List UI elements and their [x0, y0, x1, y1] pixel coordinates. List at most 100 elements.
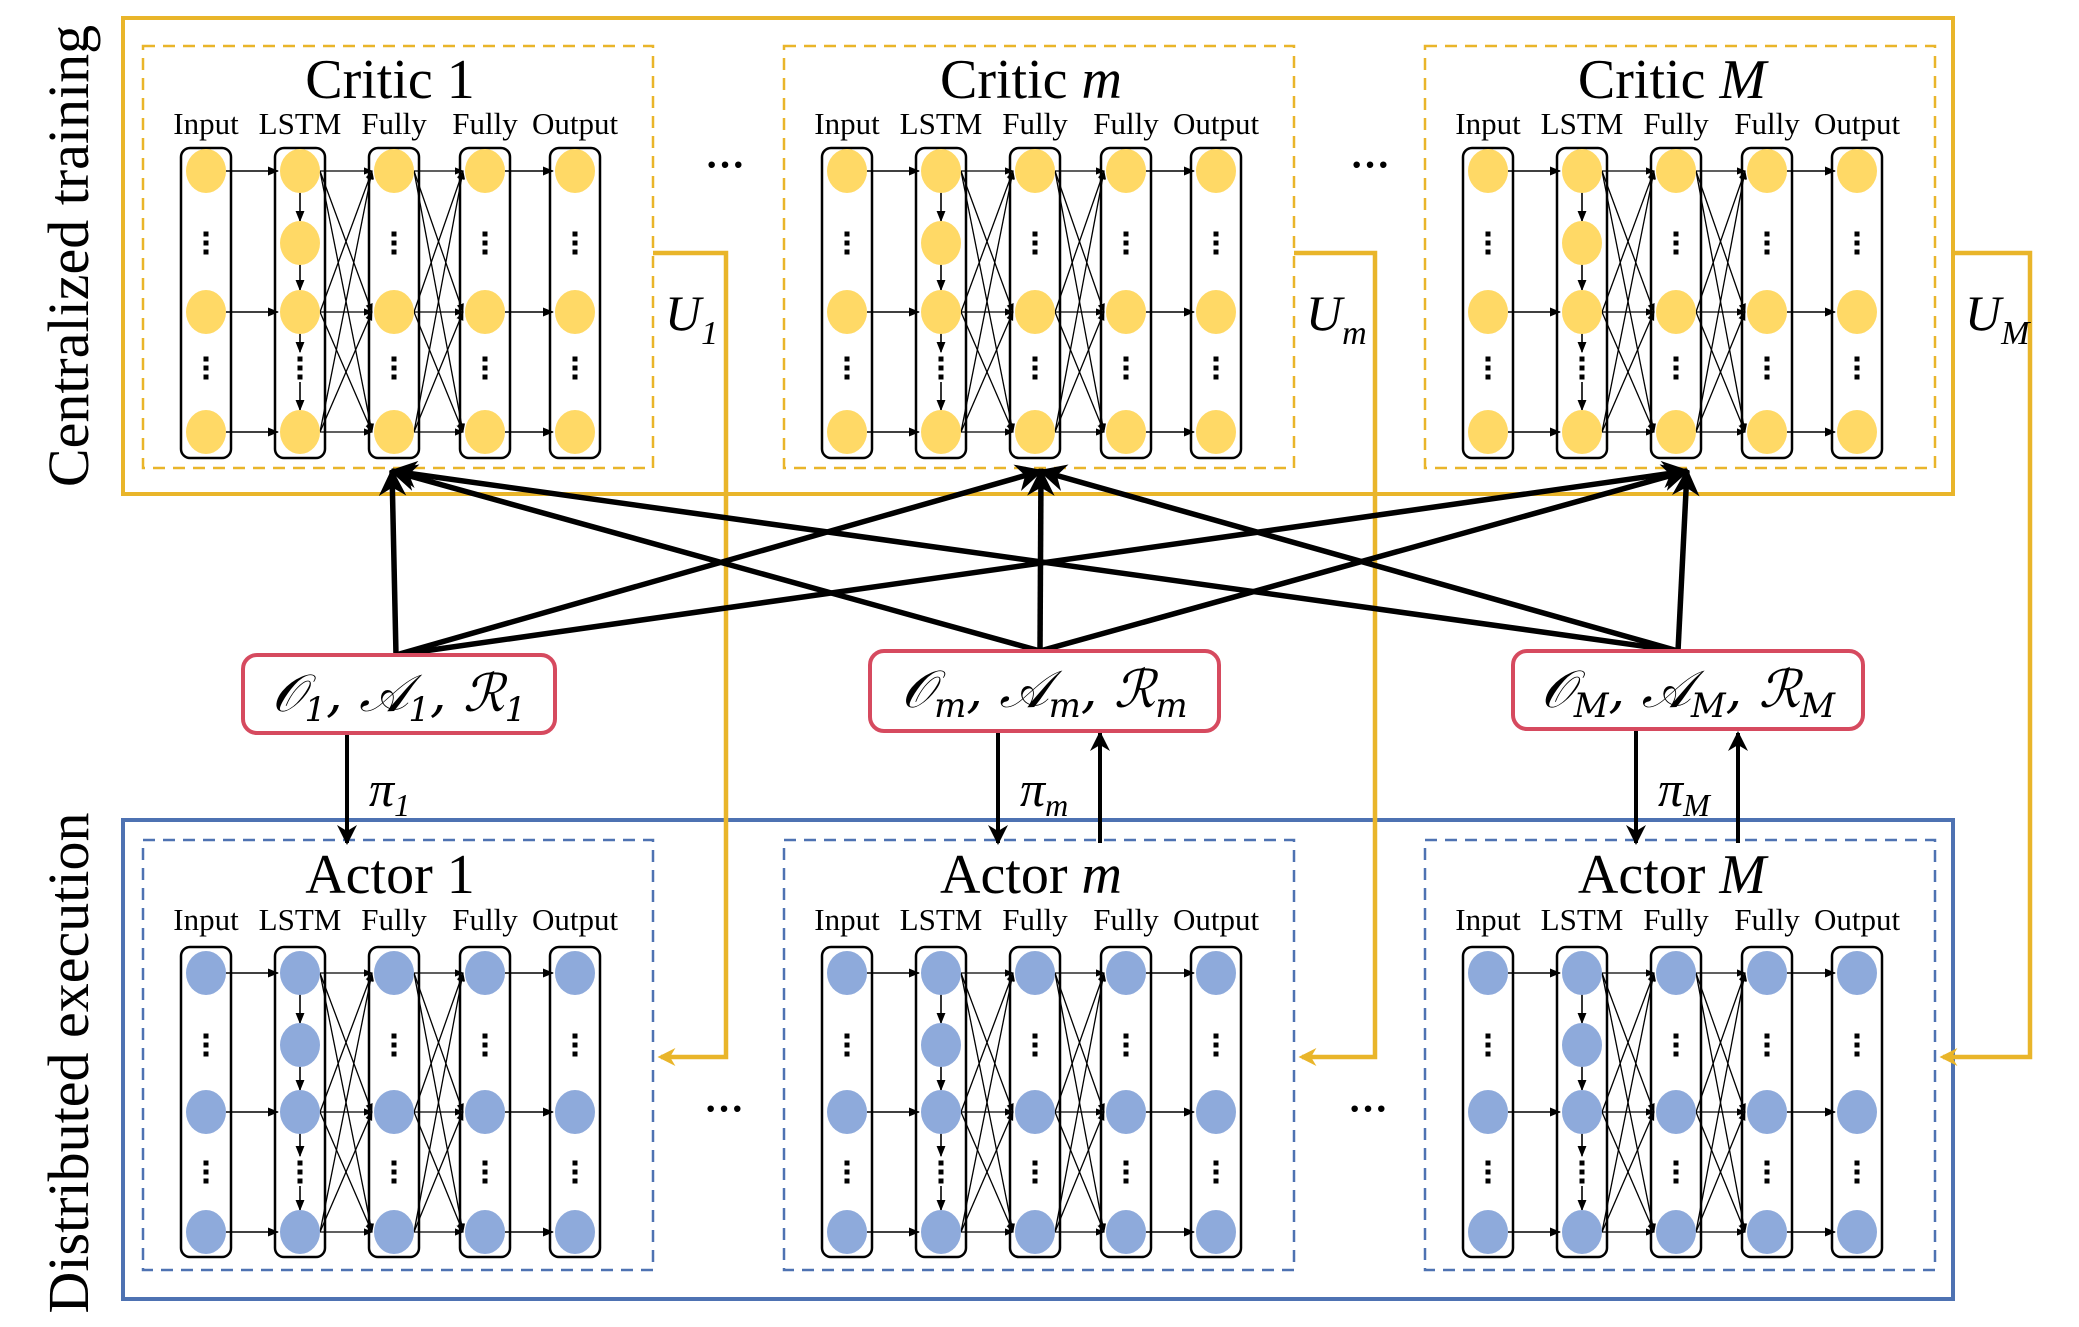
- neuron-node: [374, 290, 414, 334]
- layer-label-output: Output: [1814, 106, 1901, 141]
- connection: [1601, 1111, 1655, 1233]
- layer-label-input: Input: [173, 902, 239, 937]
- ellipsis-dot: [572, 356, 578, 362]
- ellipsis-dot: [391, 231, 397, 237]
- ellipsis-dot: [1854, 1169, 1860, 1175]
- layer-label-output: Output: [532, 106, 619, 141]
- ellipsis-dot: [1764, 249, 1770, 255]
- oar-box-1: 𝒪1, 𝒜1, ℛ1: [241, 653, 557, 735]
- neuron-node: [1015, 1210, 1055, 1254]
- neuron-node: [1656, 1210, 1696, 1254]
- neuron-node: [921, 1090, 961, 1134]
- ellipsis-dot: [1579, 1178, 1585, 1184]
- ellipsis-dot: [1854, 365, 1860, 371]
- ellipsis-dot: [1854, 249, 1860, 255]
- neuron-node: [1747, 951, 1787, 995]
- connection: [1601, 170, 1655, 313]
- ellipsis-dot: [391, 1051, 397, 1057]
- ellipsis-dot: [844, 1169, 850, 1175]
- ellipsis-dot: [1213, 1160, 1219, 1166]
- ellipsis-dot: [1032, 1033, 1038, 1039]
- neuron-node: [1468, 951, 1508, 995]
- neuron-node: [186, 1090, 226, 1134]
- ellipsis-dot: [1579, 365, 1585, 371]
- layer-label-lstm: LSTM: [900, 106, 983, 141]
- neuron-node: [1562, 410, 1602, 454]
- oar-to-critic-arrow: [1038, 464, 1679, 654]
- ellipsis-dot: [1213, 1051, 1219, 1057]
- actor-dashed-box: [782, 838, 1296, 1272]
- ellipsis-dot: [1764, 1042, 1770, 1048]
- layer-label-fully: Fully: [1002, 902, 1068, 937]
- ellipsis-dot: [1673, 1033, 1679, 1039]
- ellipsis-dot: [1485, 1042, 1491, 1048]
- ellipsis-dot: [844, 374, 850, 380]
- neuron-node: [1562, 951, 1602, 995]
- neuron-node: [555, 410, 595, 454]
- ellipsis-dot: [482, 1160, 488, 1166]
- neuron-node: [1106, 951, 1146, 995]
- neuron-node: [1562, 1090, 1602, 1134]
- layer-label-fully: Fully: [1093, 902, 1159, 937]
- connection: [1601, 972, 1655, 1113]
- neuron-node: [1196, 410, 1236, 454]
- ellipsis-dot: [1764, 1169, 1770, 1175]
- ellipsis-dot: [1485, 249, 1491, 255]
- actor-title: Actor M: [1578, 844, 1770, 906]
- connection: [960, 170, 1014, 313]
- ellipsis-dot: [938, 1178, 944, 1184]
- neuron-node: [1747, 1090, 1787, 1134]
- layer-label-input: Input: [814, 106, 880, 141]
- centralized-training-label: Centralized training: [36, 25, 101, 487]
- ellipsis-dot: [1032, 1042, 1038, 1048]
- neuron-node: [827, 951, 867, 995]
- ellipsis-dot: [1854, 1178, 1860, 1184]
- neuron-node: [1468, 290, 1508, 334]
- ellipsis-dot: [391, 240, 397, 246]
- critic-ellipsis-2: ···: [1350, 142, 1390, 187]
- ellipsis-dot: [1579, 1160, 1585, 1166]
- connection: [413, 311, 464, 433]
- ellipsis-dot: [1213, 240, 1219, 246]
- connection: [1695, 170, 1746, 313]
- ellipsis-dot: [391, 1160, 397, 1166]
- ellipsis-dot: [1485, 240, 1491, 246]
- ellipsis-dot: [572, 1160, 578, 1166]
- ellipsis-dot: [1213, 1042, 1219, 1048]
- ellipsis-dot: [1032, 356, 1038, 362]
- ellipsis-dot: [1032, 365, 1038, 371]
- neuron-node: [1656, 290, 1696, 334]
- layer-label-fully: Fully: [361, 902, 427, 937]
- connection: [1054, 972, 1107, 1233]
- ellipsis-dot: [844, 240, 850, 246]
- connection: [1054, 170, 1105, 313]
- neuron-node: [186, 410, 226, 454]
- ellipsis-dot: [1032, 1051, 1038, 1057]
- neuron-node: [1015, 1090, 1055, 1134]
- ellipsis-dot: [297, 1178, 303, 1184]
- neuron-node: [921, 290, 961, 334]
- neuron-node: [1468, 410, 1508, 454]
- ellipsis-dot: [1579, 374, 1585, 380]
- ellipsis-dot: [482, 1178, 488, 1184]
- neuron-node: [1837, 951, 1877, 995]
- neuron-node: [186, 149, 226, 193]
- neuron-node: [921, 149, 961, 193]
- neuron-node: [1837, 1090, 1877, 1134]
- ellipsis-dot: [1673, 231, 1679, 237]
- ellipsis-dot: [1032, 1169, 1038, 1175]
- ellipsis-dot: [1213, 231, 1219, 237]
- ellipsis-dot: [572, 249, 578, 255]
- layer-label-fully: Fully: [1734, 106, 1800, 141]
- layer-label-fully: Fully: [1002, 106, 1068, 141]
- ellipsis-dot: [844, 1160, 850, 1166]
- critic-title: Critic m: [940, 49, 1122, 111]
- connection: [319, 1111, 373, 1233]
- neuron-node: [1015, 290, 1055, 334]
- neuron-node: [555, 951, 595, 995]
- connection: [960, 311, 1014, 433]
- policy-label-2: πm: [1020, 761, 1068, 823]
